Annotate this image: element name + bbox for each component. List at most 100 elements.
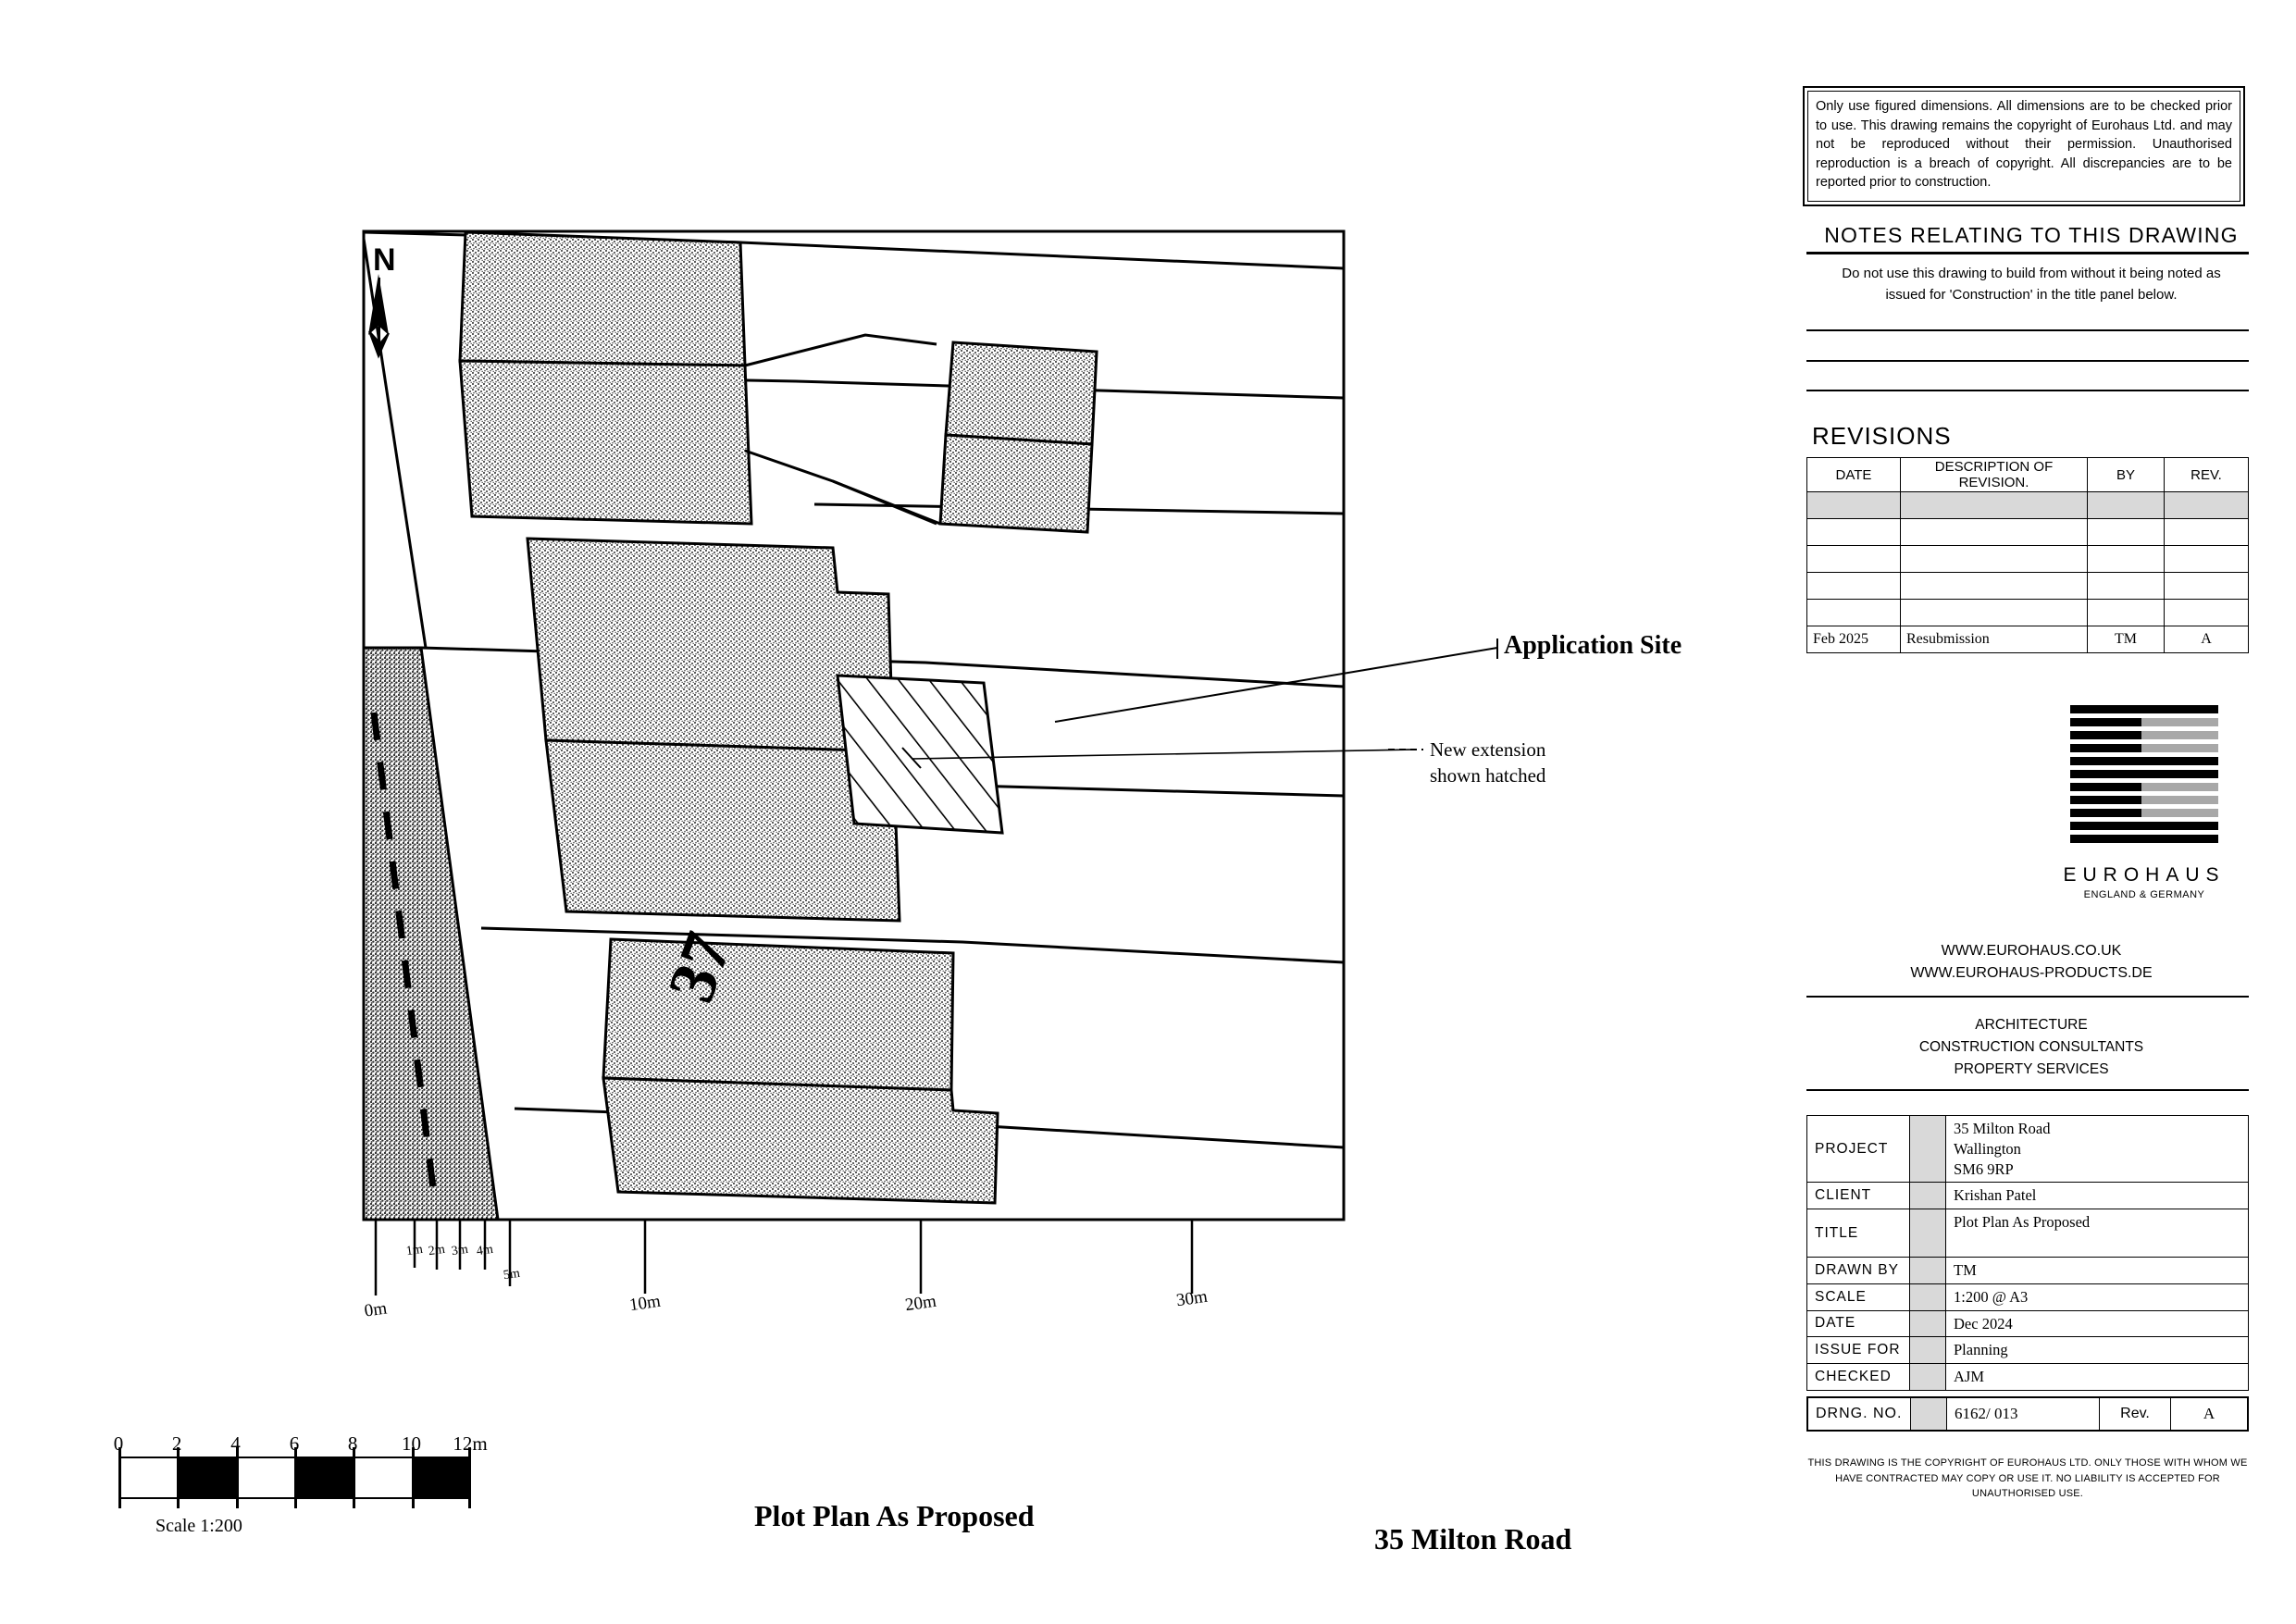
scale-num-6: 6 — [289, 1432, 300, 1455]
logo-bar-3 — [2070, 731, 2218, 739]
drawing-rev-label: Rev. — [2099, 1396, 2171, 1432]
logo-bar-11 — [2070, 835, 2218, 843]
services-list: ARCHITECTURE CONSTRUCTION CONSULTANTS PR… — [1814, 1014, 2249, 1081]
scale-num-8: 8 — [347, 1432, 358, 1455]
rev-rev: A — [2164, 626, 2249, 653]
titleblock-value-title: Plot Plan As Proposed — [1945, 1209, 2249, 1258]
titleblock-spacer — [1909, 1182, 1946, 1210]
titleblock-label-title: TITLE — [1806, 1209, 1910, 1258]
application-site-label: Application Site — [1504, 631, 1682, 660]
rev-date — [1806, 491, 1901, 519]
table-row[interactable] — [1806, 491, 2249, 519]
scale-seg-5 — [411, 1458, 470, 1497]
distance-ticks — [374, 1220, 1194, 1295]
revisions-col-by: BY — [2087, 457, 2165, 492]
titleblock-value-issue-for: Planning — [1945, 1336, 2249, 1365]
titleblock-row-client[interactable]: CLIENT Krishan Patel — [1806, 1182, 2249, 1210]
logo-bar-2 — [2070, 718, 2218, 726]
rev-date — [1806, 572, 1901, 600]
table-row[interactable] — [1806, 518, 2249, 546]
titleblock-row-title[interactable]: TITLE Plot Plan As Proposed — [1806, 1209, 2249, 1258]
notes-body: Do not use this drawing to build from wi… — [1842, 266, 2221, 303]
rev-rev — [2164, 491, 2249, 519]
revisions-header-row: DATE DESCRIPTION OF REVISION. BY REV. — [1806, 457, 2249, 492]
scale-tick-4 — [235, 1447, 239, 1508]
north-arrow-icon — [368, 274, 390, 359]
titleblock-row-project[interactable]: PROJECT 35 Milton Road Wallington SM6 9R… — [1806, 1114, 2249, 1184]
scale-num-10: 10 — [402, 1432, 422, 1455]
scale-tick-10 — [411, 1447, 415, 1508]
rev-date — [1806, 599, 1901, 626]
titleblock-value-scale: 1:200 @ A3 — [1945, 1283, 2249, 1311]
revisions-heading: REVISIONS — [1812, 422, 1952, 450]
new-extension-line2: shown hatched — [1430, 764, 1546, 787]
rev-by — [2087, 599, 2165, 626]
drawing-rev-value: A — [2170, 1396, 2249, 1432]
notes-heading: NOTES RELATING TO THIS DRAWING — [1824, 223, 2239, 247]
leader-lines — [901, 638, 1498, 769]
title-panel: Only use figured dimensions. All dimensi… — [1795, 0, 2277, 1624]
titleblock-label-date: DATE — [1806, 1309, 1910, 1338]
buildings — [458, 230, 1098, 1205]
north-label: N — [373, 242, 396, 278]
titleblock-spacer — [1909, 1257, 1946, 1284]
url-uk[interactable]: WWW.EUROHAUS.CO.UK — [1941, 943, 2122, 959]
revisions-col-description: DESCRIPTION OF REVISION. — [1900, 457, 2088, 492]
new-extension-hatched — [836, 674, 1004, 835]
scale-num-4: 4 — [230, 1432, 241, 1455]
logo-bar-10 — [2070, 822, 2218, 830]
scale-seg-4 — [353, 1458, 412, 1497]
titleblock-spacer — [1909, 1209, 1946, 1258]
table-row[interactable] — [1806, 599, 2249, 626]
titleblock-row-checked[interactable]: CHECKED AJM — [1806, 1363, 2249, 1391]
titleblock-row-date[interactable]: DATE Dec 2024 — [1806, 1309, 2249, 1338]
rev-rev — [2164, 518, 2249, 546]
table-row[interactable] — [1806, 572, 2249, 600]
website-addresses: WWW.EUROHAUS.CO.UK WWW.EUROHAUS-PRODUCTS… — [1814, 940, 2249, 985]
rev-desc — [1900, 518, 2088, 546]
logo-wordmark: EUROHAUS — [2063, 864, 2226, 886]
titleblock-spacer — [1909, 1309, 1946, 1338]
disclaimer-box: Only use figured dimensions. All dimensi… — [1803, 86, 2245, 206]
logo-bar-8 — [2070, 796, 2218, 804]
service-property: PROPERTY SERVICES — [1954, 1061, 2109, 1078]
site-plan-svg — [362, 229, 1498, 1295]
scale-seg-1 — [177, 1458, 236, 1497]
logo-bar-6 — [2070, 770, 2218, 778]
scale-tick-2 — [177, 1447, 180, 1508]
titleblock-label-client: CLIENT — [1806, 1182, 1910, 1210]
rev-date — [1806, 518, 1901, 546]
rev-rev — [2164, 545, 2249, 573]
copyright-footer: THIS DRAWING IS THE COPYRIGHT OF EUROHAU… — [1807, 1457, 2248, 1499]
titleblock-row-scale[interactable]: SCALE 1:200 @ A3 — [1806, 1283, 2249, 1311]
service-construction: CONSTRUCTION CONSULTANTS — [1918, 1039, 2144, 1056]
revisions-col-rev: REV. — [2164, 457, 2249, 492]
plan-title: Plot Plan As Proposed — [754, 1499, 1035, 1532]
scale-tick-6 — [294, 1447, 297, 1508]
revisions-col-date: DATE — [1806, 457, 1901, 492]
rev-rev — [2164, 599, 2249, 626]
logo-bar-7 — [2070, 783, 2218, 791]
disclaimer-inner: Only use figured dimensions. All dimensi… — [1807, 91, 2240, 202]
scale-tick-12 — [468, 1447, 472, 1508]
table-row[interactable]: Feb 2025 Resubmission TM A — [1806, 626, 2249, 653]
logo-bar-4 — [2070, 744, 2218, 752]
scale-seg-3 — [294, 1458, 354, 1497]
rev-desc: Resubmission — [1900, 626, 2088, 653]
drawing-number-row[interactable]: DRNG. NO. 6162/ 013 Rev. A — [1806, 1396, 2249, 1432]
rev-by — [2087, 545, 2165, 573]
titleblock-value-client: Krishan Patel — [1945, 1182, 2249, 1210]
table-row[interactable] — [1806, 545, 2249, 573]
titleblock-row-drawn-by[interactable]: DRAWN BY TM — [1806, 1257, 2249, 1284]
url-de[interactable]: WWW.EUROHAUS-PRODUCTS.DE — [1910, 965, 2153, 981]
services-rule-bottom — [1806, 1089, 2249, 1091]
titleblock-value-checked: AJM — [1945, 1363, 2249, 1391]
titleblock-row-issue-for[interactable]: ISSUE FOR Planning — [1806, 1336, 2249, 1365]
titleblock-spacer — [1909, 1363, 1946, 1391]
titleblock-label-scale: SCALE — [1806, 1283, 1910, 1311]
scale-seg-2 — [235, 1458, 294, 1497]
plan-address-title: 35 Milton Road — [1374, 1522, 1572, 1556]
rev-by: TM — [2087, 626, 2165, 653]
rev-by — [2087, 491, 2165, 519]
